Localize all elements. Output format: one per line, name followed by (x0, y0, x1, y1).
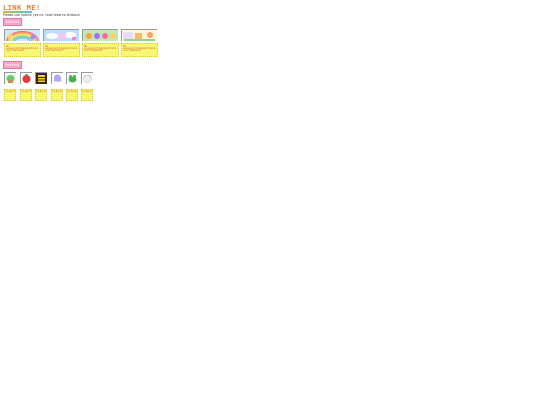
button-tomato[interactable] (20, 72, 32, 84)
button-info-tomato: ID*88x31*kirakira* (20, 89, 32, 101)
banner-clouds[interactable] (43, 29, 79, 41)
ghost-icon (52, 73, 63, 84)
bee-icon (36, 73, 47, 84)
banner-info-title: ID (45, 44, 48, 48)
button-info-text: ID*88x31*kirakira* (21, 90, 32, 93)
banner-info-title: ID (123, 44, 126, 48)
button-info-text: ID*88x31*kirakira* (67, 90, 78, 93)
banner-sweets[interactable] (121, 29, 157, 41)
button-info-text: ID*88x31*kirakira* (36, 90, 47, 93)
title-underline (3, 11, 32, 13)
tomato-icon (21, 73, 32, 84)
banner-info-title: ID (84, 44, 87, 48)
banner-rainbow[interactable] (4, 29, 40, 41)
button-info-cat: ID*88x31*kirakira* (81, 89, 93, 101)
banner-info-title: ID (6, 44, 9, 48)
food-banner-image (83, 30, 118, 41)
banner-info-text: sunsunsun*kirakirakira*ranranran*hearthe… (84, 46, 117, 53)
section-tag-banners: banners (3, 18, 23, 26)
button-info-text: ID*88x31*kirakira* (5, 90, 16, 93)
button-info-ghost: ID*88x31*kirakira* (51, 89, 63, 101)
banner-info-text: sunsunsun*kirakirakira*ranranran*hearthe… (45, 46, 78, 53)
clouds-banner-image (44, 30, 79, 41)
banner-info-food: ID sunsunsun*kirakirakira*ranranran*hear… (82, 43, 119, 57)
banner-info-rainbow: ID sunsunsun*kirakirakira*ranranran*hear… (4, 43, 41, 57)
button-info-bee: ID*88x31*kirakira* (35, 89, 47, 101)
rainbow-banner-image (5, 30, 40, 41)
cat-icon (82, 73, 93, 84)
button-info-frog: ID*88x31*kirakira* (66, 89, 78, 101)
banner-food[interactable] (82, 29, 118, 41)
frog-icon (67, 73, 78, 84)
banner-info-text: sunsunsun*kirakirakira*ranranran*hearthe… (123, 46, 156, 53)
banner-info-text: sunsunsun*kirakirakira*ranranran*hearthe… (6, 46, 39, 53)
banner-info-clouds: ID sunsunsun*kirakirakira*ranranran*hear… (43, 43, 80, 57)
plant-icon (5, 73, 16, 84)
button-frog[interactable] (66, 72, 78, 84)
banner-info-sweets: ID sunsunsun*kirakirakira*ranranran*hear… (121, 43, 158, 57)
section-tag-buttons: buttons (3, 61, 23, 69)
button-bee[interactable] (35, 72, 47, 84)
button-info-text: ID*88x31*kirakira* (82, 90, 93, 93)
sweets-banner-image (122, 30, 157, 41)
page-title: LINK ME! (3, 4, 41, 12)
button-info-plant: ID*88x31*kirakira* (4, 89, 16, 101)
button-cat[interactable] (81, 72, 93, 84)
button-plant[interactable] (4, 72, 16, 84)
button-ghost[interactable] (51, 72, 63, 84)
page-subtitle: Please use hotlink yes no, read drew to … (3, 13, 80, 17)
button-info-text: ID*88x31*kirakira* (52, 90, 63, 93)
